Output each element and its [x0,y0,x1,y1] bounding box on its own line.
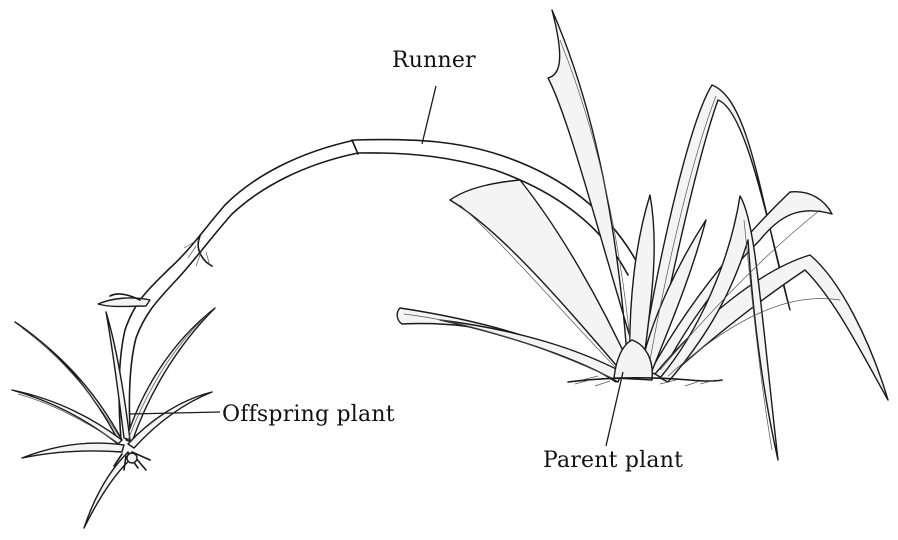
offspring-plant-label: Offspring plant [222,402,395,427]
runner-leader-line [422,86,436,144]
runner-label: Runner [392,48,476,73]
parent-plant [397,10,888,460]
parent-plant-label: Parent plant [543,448,683,473]
offspring-plant [12,308,215,528]
parent-leader-line [606,372,623,446]
